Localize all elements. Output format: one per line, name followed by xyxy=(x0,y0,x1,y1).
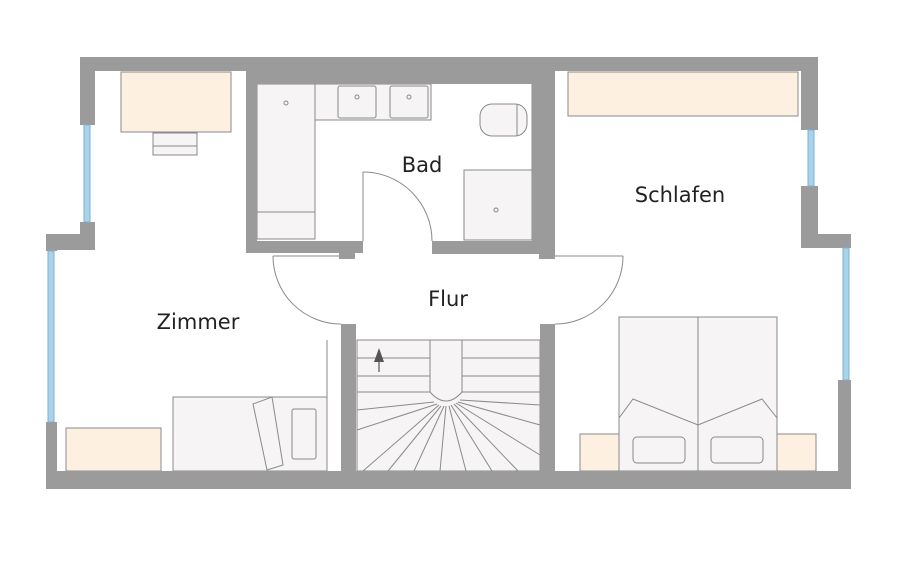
pillow-left xyxy=(632,436,686,464)
shower xyxy=(463,169,533,241)
window-zimmer-upper xyxy=(83,124,91,223)
sink-right xyxy=(389,85,429,119)
door-zimmer xyxy=(272,255,342,325)
shelf-zimmer xyxy=(65,427,162,472)
nightstand-right xyxy=(776,433,817,472)
nightstand-left xyxy=(579,433,620,472)
walls xyxy=(46,57,851,489)
desk-chair xyxy=(152,132,198,156)
room-label-schlafen: Schlafen xyxy=(635,183,726,207)
window-zimmer-lower xyxy=(47,250,55,423)
window-schlafen-lower xyxy=(842,247,850,381)
room-label-zimmer: Zimmer xyxy=(157,310,240,334)
toilet xyxy=(479,103,528,137)
room-label-bad: Bad xyxy=(402,153,443,177)
desk-zimmer xyxy=(120,71,232,133)
door-bad xyxy=(362,171,433,242)
sideboard-schlafen xyxy=(567,71,799,117)
door-schlafen xyxy=(554,255,624,325)
window-schlafen-upper xyxy=(807,129,815,187)
stair-arrow-head xyxy=(374,348,384,362)
staircase xyxy=(356,339,541,472)
pillow-right xyxy=(710,436,764,464)
room-label-flur: Flur xyxy=(428,287,468,311)
sink-left xyxy=(337,85,377,119)
